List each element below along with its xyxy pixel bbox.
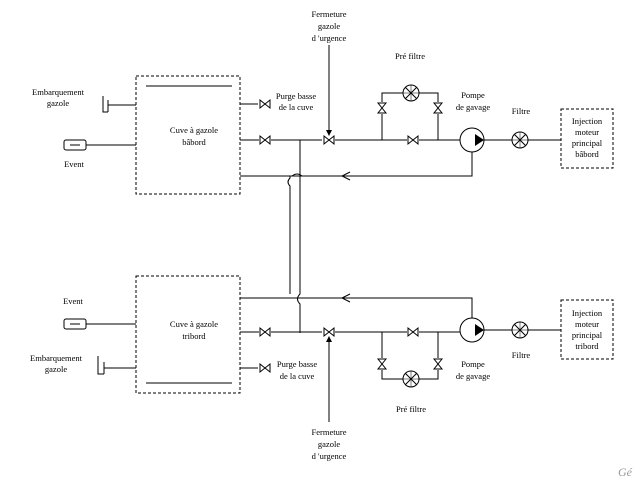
starboard-loading-label-1: Embarquement (30, 353, 83, 363)
starboard-return-arrow-icon (340, 293, 351, 303)
starboard-pump-label-2: de gavage (456, 371, 490, 381)
port-engine-label-4: bâbord (575, 149, 599, 159)
port-shutoff-label-3: d 'urgence (312, 33, 347, 43)
port-pump-label-2: de gavage (456, 102, 490, 112)
port-pump-label-1: Pompe (461, 90, 485, 100)
port-return-arrow-icon (340, 171, 351, 181)
starboard-bypass-valve-icon[interactable] (407, 327, 419, 337)
port-engine-label-2: moteur (575, 127, 599, 137)
starboard-drain-valve-icon[interactable] (259, 363, 271, 373)
port-prefilter-valve-in-icon[interactable] (377, 102, 387, 114)
port-filter-label: Filtre (512, 106, 531, 116)
signature: Gé (618, 465, 633, 479)
starboard-prefilter-icon (402, 370, 420, 388)
port-prefilter-valve-out-icon[interactable] (433, 102, 443, 114)
starboard-tank-label-1: Cuve à gazole (170, 319, 218, 329)
starboard-engine-label-4: tribord (575, 341, 599, 351)
port-tank-label-2: bâbord (182, 137, 206, 147)
port-vent-label: Event (64, 159, 84, 169)
port-engine-label-1: Injection (572, 116, 603, 126)
port-supply-valve-icon[interactable] (259, 135, 271, 145)
starboard-engine-label-3: principal (572, 330, 603, 340)
starboard-shutoff-label-3: d 'urgence (312, 451, 347, 461)
starboard-loading-label-2: gazole (45, 364, 67, 374)
port-drain-valve-icon[interactable] (259, 99, 271, 109)
starboard-shutoff-label-1: Fermeture (312, 427, 347, 437)
starboard-loading-cap-icon (97, 356, 104, 375)
starboard-prefilter-valve-in-icon[interactable] (377, 358, 387, 370)
port-tank-label-1: Cuve à gazole (170, 125, 218, 135)
port-shutoff-valve-icon[interactable] (323, 135, 335, 145)
starboard-vent-label: Event (63, 296, 83, 306)
crossover-lines (240, 140, 303, 333)
starboard-filter-icon (511, 321, 529, 339)
starboard-drain-label-1: Purge basse (277, 359, 317, 369)
port-tank (135, 75, 241, 195)
starboard-shutoff-valve-icon[interactable] (323, 327, 335, 337)
port-loading-label-1: Embarquement (32, 87, 85, 97)
port-system: Cuve à gazole bâbord Embarquement gazole… (32, 9, 614, 195)
port-bypass-valve-icon[interactable] (407, 135, 419, 145)
starboard-engine-label-2: moteur (575, 319, 599, 329)
starboard-system: Cuve à gazole tribord Event Embarquement… (30, 275, 614, 461)
port-loading-label-2: gazole (47, 98, 69, 108)
port-prefilter-icon (402, 84, 420, 102)
starboard-pump-label-1: Pompe (461, 359, 485, 369)
port-drain-label-2: de la cuve (279, 102, 314, 112)
starboard-supply-valve-icon[interactable] (259, 327, 271, 337)
port-drain-label-1: Purge basse (276, 91, 316, 101)
starboard-prefilter-valve-out-icon[interactable] (433, 358, 443, 370)
starboard-prefilter-label: Pré filtre (396, 404, 426, 414)
port-shutoff-label-1: Fermeture (312, 9, 347, 19)
starboard-filter-label: Filtre (512, 350, 531, 360)
port-engine-label-3: principal (572, 138, 603, 148)
starboard-tank-label-2: tribord (182, 331, 206, 341)
port-prefilter-label: Pré filtre (395, 51, 425, 61)
starboard-tank (135, 275, 241, 394)
starboard-engine-box (560, 299, 614, 360)
port-loading-cap-icon (102, 96, 108, 113)
port-engine-box (560, 108, 614, 169)
starboard-drain-label-2: de la cuve (280, 371, 315, 381)
starboard-shutoff-label-2: gazole (318, 439, 340, 449)
starboard-engine-label-1: Injection (572, 308, 603, 318)
port-filter-icon (511, 131, 529, 149)
port-shutoff-label-2: gazole (318, 21, 340, 31)
